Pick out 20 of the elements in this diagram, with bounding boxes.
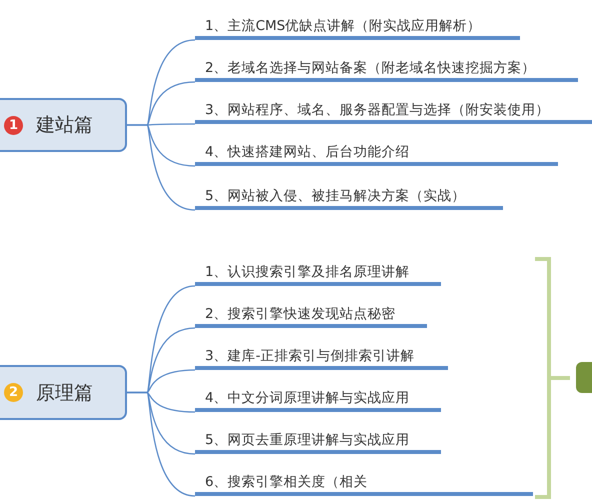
number-badge: 1 (4, 116, 23, 134)
branch-label: 1、认识搜索引擎及排名原理讲解 (195, 262, 441, 286)
branch-label: 5、网站被入侵、被挂马解决方案（实战） (195, 186, 503, 210)
branch-label: 6、搜索引擎相关度（相关 (195, 472, 533, 496)
topic-box (0, 365, 127, 420)
branch-label: 2、搜索引擎快速发现站点秘密 (195, 304, 427, 328)
branch-label: 3、网站程序、域名、服务器配置与选择（附安装使用） (195, 100, 592, 124)
branch-label: 4、中文分词原理讲解与实战应用 (195, 388, 441, 412)
branch-label: 5、网页去重原理讲解与实战应用 (195, 430, 441, 454)
branch-label: 1、主流CMS优缺点讲解（附实战应用解析） (195, 16, 520, 40)
branch-connector (127, 392, 196, 497)
topic-box (576, 362, 592, 393)
number-badge: 2 (4, 383, 23, 402)
topic-box (0, 98, 127, 152)
branch-label: 2、老域名选择与网站备案（附老域名快速挖掘方案） (195, 58, 578, 82)
branch-label: 4、快速搭建网站、后台功能介绍 (195, 142, 558, 166)
topic-title: 原理篇 (36, 380, 93, 406)
branch-label: 3、建库-正排索引与倒排索引讲解 (195, 346, 448, 370)
topic-title: 建站篇 (36, 113, 93, 138)
branch-connector (127, 124, 196, 211)
